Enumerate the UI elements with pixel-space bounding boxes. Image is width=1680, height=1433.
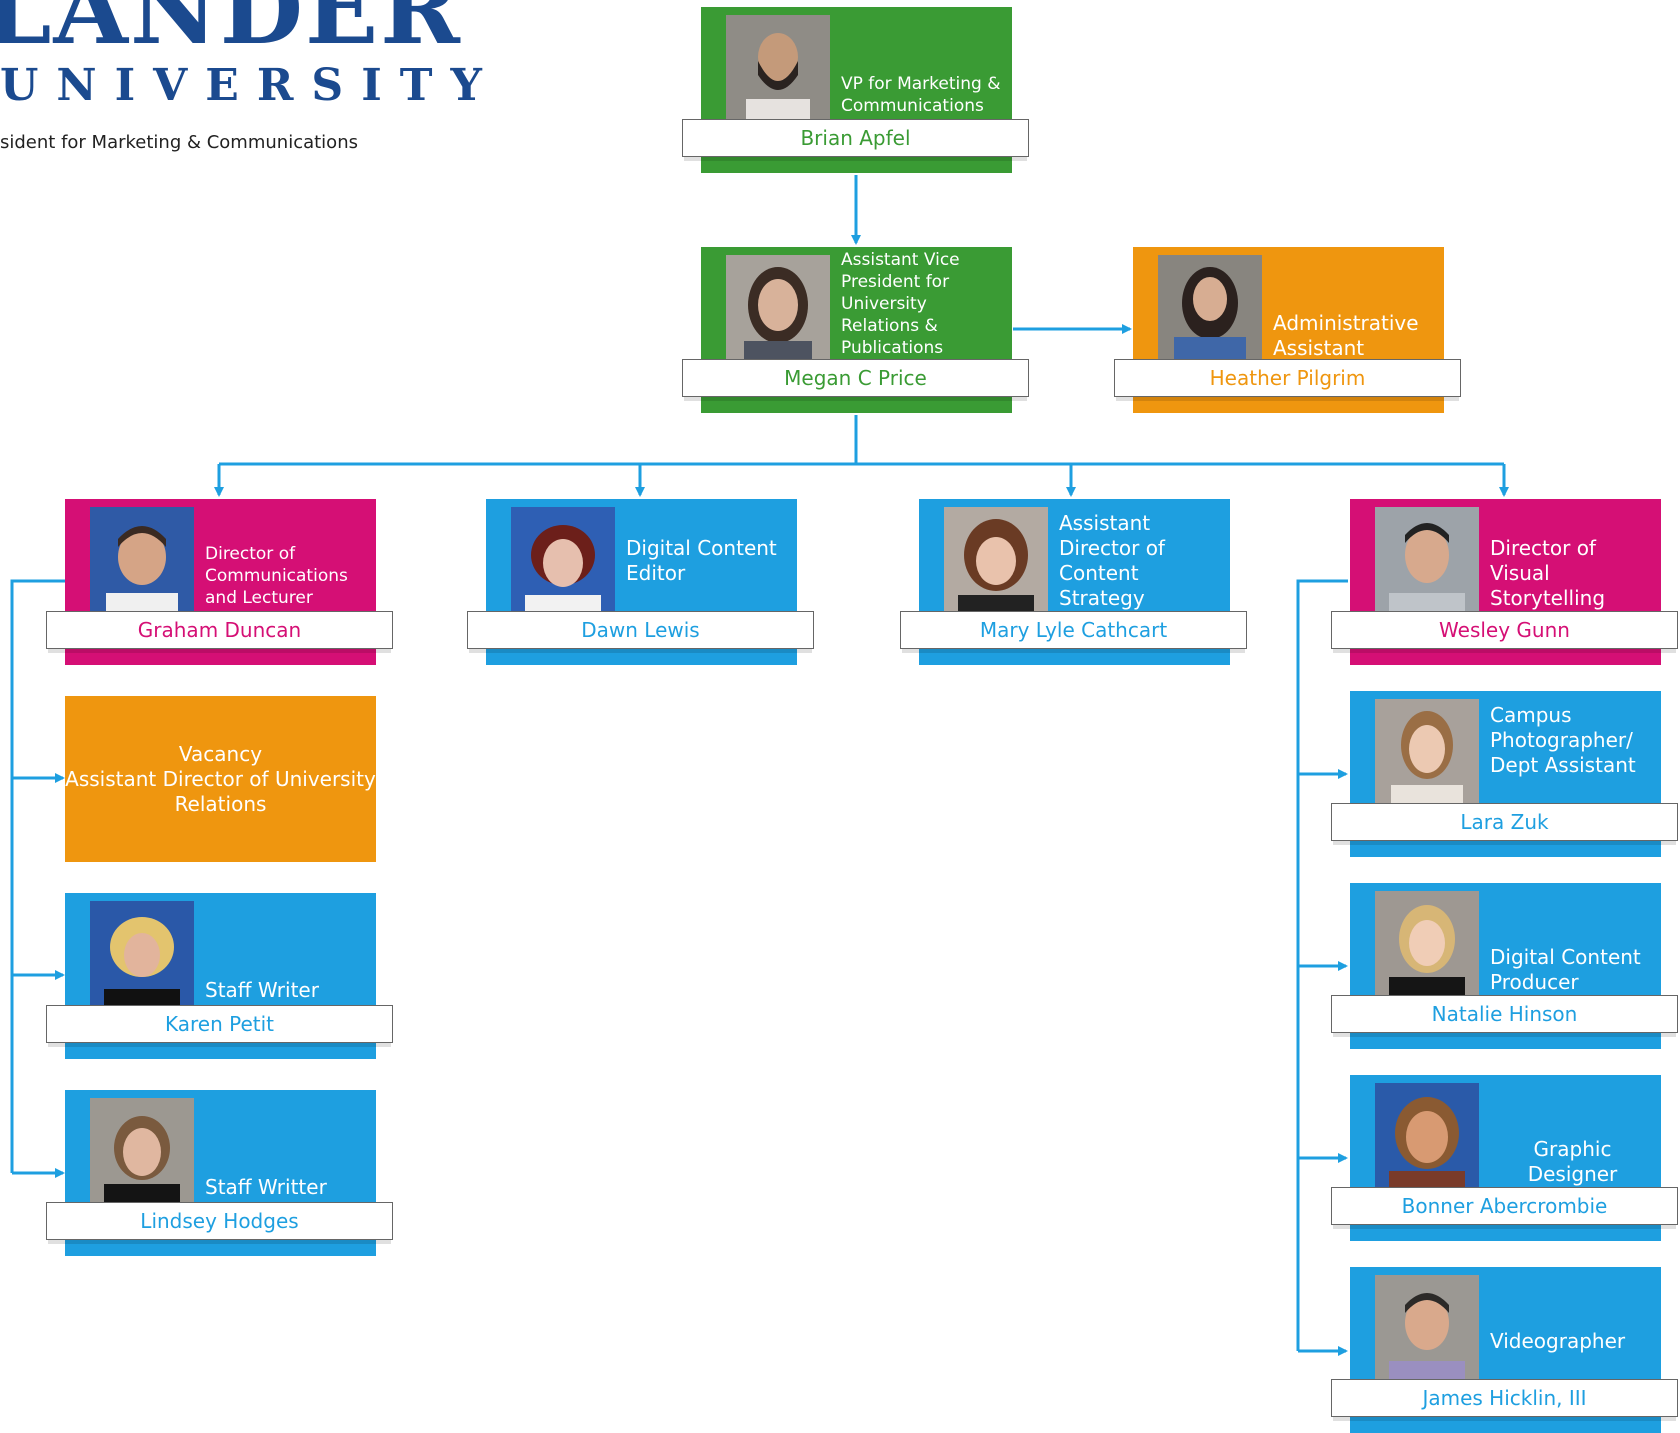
role-title: Assistant Vice President for University … [841, 250, 960, 358]
role-title: Staff Writter [205, 1175, 327, 1199]
person-photo [1375, 699, 1479, 803]
role-title: Director of Communications and Lecturer [205, 544, 348, 608]
role-title: Assistant Director of University Relatio… [65, 766, 376, 816]
person-photo [1375, 891, 1479, 995]
person-name: Brian Apfel [682, 119, 1029, 157]
person-name: Dawn Lewis [467, 611, 814, 649]
person-photo [726, 15, 830, 119]
card-staff-writer-1: Staff Writer Karen Petit [46, 893, 393, 1059]
role-title: Videographer [1490, 1329, 1626, 1353]
person-name: Graham Duncan [46, 611, 393, 649]
card-videographer: Videographer James Hicklin, III [1331, 1267, 1678, 1433]
person-photo [726, 255, 830, 359]
card-director-visual: Director of Visual Storytelling Wesley G… [1331, 499, 1678, 665]
person-photo [90, 1098, 194, 1202]
person-photo [90, 901, 194, 1005]
role-title: Administrative Assistant [1273, 311, 1419, 360]
person-photo [90, 507, 194, 611]
connector-visual-spine [1296, 579, 1348, 1351]
role-title: Staff Writer [205, 978, 319, 1002]
role-title: Director of Visual Storytelling [1490, 536, 1606, 610]
card-director-communications: Director of Communications and Lecturer … [46, 499, 393, 665]
card-campus-photographer: Campus Photographer/ Dept Assistant Lara… [1331, 691, 1678, 857]
role-title: Graphic Designer [1527, 1137, 1618, 1186]
page-subtitle: sident for Marketing & Communications [0, 132, 358, 153]
logo-university: UNIVERSITY [0, 60, 500, 111]
person-name: Megan C Price [682, 359, 1029, 397]
connector-comms-spine [10, 579, 65, 1173]
card-digital-content-editor: Digital Content Editor Dawn Lewis [467, 499, 814, 665]
person-photo [1375, 1275, 1479, 1379]
role-title: Digital Content Editor [626, 536, 777, 585]
person-name: Karen Petit [46, 1005, 393, 1043]
person-name: Lindsey Hodges [46, 1202, 393, 1240]
card-content-strategy: Assistant Director of Content Strategy M… [900, 499, 1247, 665]
person-name: Bonner Abercrombie [1331, 1187, 1678, 1225]
card-vacancy: Vacancy Assistant Director of University… [65, 696, 376, 862]
vacancy-label: Vacancy [178, 741, 263, 766]
person-name: James Hicklin, III [1331, 1379, 1678, 1417]
card-staff-writer-2: Staff Writter Lindsey Hodges [46, 1090, 393, 1256]
person-photo [1158, 255, 1262, 359]
role-title: Assistant Director of Content Strategy [1059, 511, 1165, 610]
role-title: Digital Content Producer [1490, 945, 1641, 994]
person-name: Lara Zuk [1331, 803, 1678, 841]
role-title: Campus Photographer/ Dept Assistant [1490, 703, 1636, 777]
person-name: Mary Lyle Cathcart [900, 611, 1247, 649]
person-name: Heather Pilgrim [1114, 359, 1461, 397]
card-vp: VP for Marketing & Communications Brian … [682, 7, 1029, 173]
person-name: Wesley Gunn [1331, 611, 1678, 649]
person-name: Natalie Hinson [1331, 995, 1678, 1033]
card-digital-content-producer: Digital Content Producer Natalie Hinson [1331, 883, 1678, 1049]
person-photo [1375, 1083, 1479, 1187]
person-photo [511, 507, 615, 611]
person-photo [1375, 507, 1479, 611]
card-avp: Assistant Vice President for University … [682, 247, 1029, 413]
person-photo [944, 507, 1048, 611]
card-admin: Administrative Assistant Heather Pilgrim [1114, 247, 1461, 413]
logo-wordmark: LANDER [0, 0, 462, 66]
role-title: VP for Marketing & Communications [841, 74, 1001, 116]
card-graphic-designer: Graphic Designer Bonner Abercrombie [1331, 1075, 1678, 1241]
